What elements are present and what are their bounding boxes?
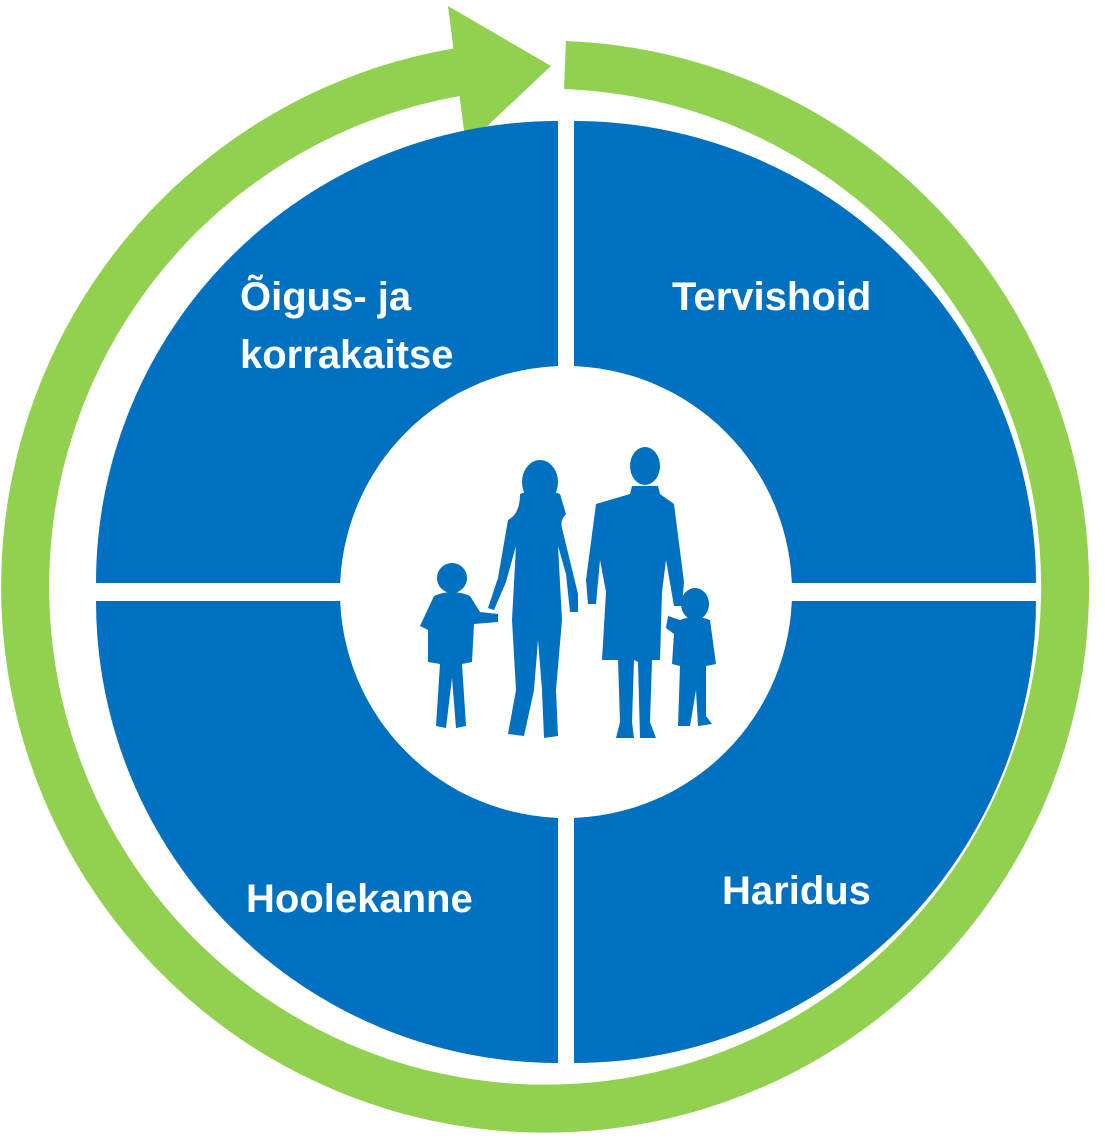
cycle-arrow-icon xyxy=(1,6,1090,1133)
family-silhouette-icon xyxy=(420,447,716,738)
cycle-ring xyxy=(1,41,1090,1133)
woman-figure xyxy=(488,460,578,738)
cycle-arrowhead xyxy=(448,6,551,146)
center-circle xyxy=(340,366,792,818)
man-figure xyxy=(586,447,684,738)
label-tervishoid: Tervishoid xyxy=(672,275,871,319)
label-oigus-line2: korrakaitse xyxy=(240,333,453,377)
label-oigus-line1: Õigus- ja xyxy=(240,273,412,319)
child-left-figure xyxy=(420,563,498,728)
label-haridus: Haridus xyxy=(722,869,871,913)
label-oigus-ja-korrakaitse: Õigus- ja korrakaitse xyxy=(240,273,453,377)
label-hoolekanne: Hoolekanne xyxy=(246,877,473,921)
child-right-figure xyxy=(666,588,716,726)
